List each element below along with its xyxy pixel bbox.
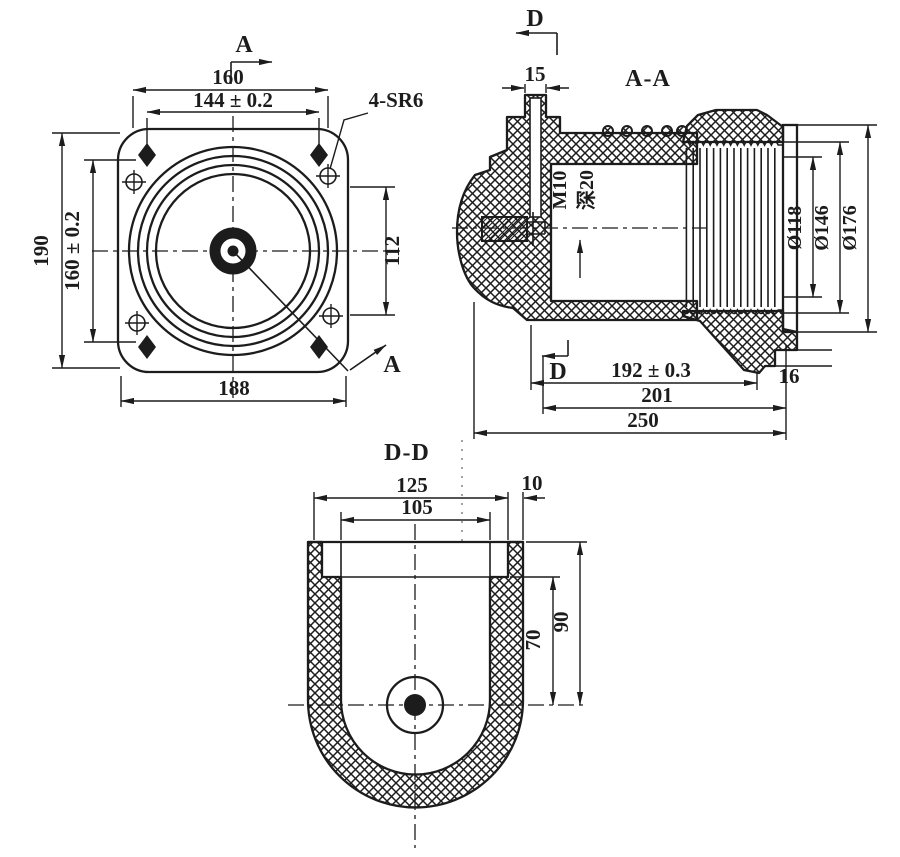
dim-250-overall-length: 250 (473, 302, 787, 439)
thread-depth-label: 深20 (575, 170, 598, 210)
dim-144-bolt: 144 ± 0.2 (146, 88, 320, 148)
flange-outline (116, 127, 350, 374)
rib-bottom-scallop (682, 308, 783, 315)
section-letter-a-bottom: A (383, 352, 401, 378)
dim-190-label: 190 (29, 235, 53, 267)
dim-192-flange-length: 192 ± 0.3 (530, 325, 758, 390)
cut-marker-d-bottom: D (541, 340, 569, 385)
rib-fins (685, 148, 776, 307)
dim-144-label: 144 ± 0.2 (193, 88, 273, 112)
threaded-insert (481, 212, 546, 246)
stud-hole-channel (529, 97, 542, 218)
rib-top-scallop (682, 140, 783, 147)
thread-note: M10 深20 (549, 170, 598, 278)
dim-10-wall: 10 (522, 471, 545, 540)
section-dd-view: D-D 125 10 (288, 440, 587, 848)
section-marker-a-top: A (230, 32, 273, 84)
u-wall-hatched (306, 540, 525, 809)
dim-201-label: 201 (641, 383, 673, 407)
thread-label: M10 (549, 171, 571, 210)
dim-15-boss: 15 (502, 62, 569, 93)
section-dd-title: D-D (384, 440, 430, 466)
sphere-note-label: 4-SR6 (369, 88, 424, 112)
dim-70-inner-depth: 70 (510, 576, 560, 706)
cut-marker-d-top: D (515, 6, 558, 55)
section-marker-a-bottom: A (232, 250, 401, 378)
cut-letter-d-bottom: D (549, 359, 566, 385)
dim-dia-146: Ø146 (780, 141, 849, 314)
dia-176-label: Ø176 (839, 205, 861, 251)
corner-sphere-bumps (138, 143, 328, 359)
dia-118-label: Ø118 (784, 206, 806, 250)
dim-160-bolt-height: 160 ± 0.2 (60, 159, 136, 343)
dim-90-outer-depth: 90 (526, 541, 587, 706)
dim-192-label: 192 ± 0.3 (611, 358, 691, 382)
dim-112-label: 112 (380, 236, 404, 266)
corner-crosshair-holes (122, 164, 343, 335)
dim-160-top: 160 (132, 65, 329, 128)
ring-4 (154, 172, 312, 330)
section-letter-a-top: A (235, 32, 253, 58)
dim-70-label: 70 (521, 630, 545, 651)
dia-146-label: Ø146 (811, 205, 833, 251)
dim-10-label: 10 (522, 471, 543, 495)
dim-160-bolt-label: 160 ± 0.2 (60, 211, 84, 291)
body-walls-hatched (455, 93, 699, 322)
dim-188-base: 188 (120, 376, 347, 407)
dim-105-inner-width: 105 (340, 495, 491, 540)
dim-201-body-length: 201 (542, 345, 787, 440)
ring-outer (127, 145, 339, 357)
front-view: A A 4-SR6 160 144 ± 0.2 (29, 32, 423, 407)
rib-block (681, 108, 799, 375)
ring-2 (136, 154, 330, 348)
dim-125-outer-width: 125 (313, 473, 509, 540)
dim-188-label: 188 (218, 376, 250, 400)
dim-160-label: 160 (212, 65, 244, 89)
section-aa-view: A-A D (452, 6, 877, 440)
rib-top-hump (681, 108, 785, 144)
dim-dia-118: Ø118 (783, 156, 822, 298)
dim-105-label: 105 (401, 495, 433, 519)
dim-250-label: 250 (627, 408, 659, 432)
ring-3 (145, 163, 321, 339)
sphere-note: 4-SR6 (329, 88, 424, 170)
dim-125-label: 125 (396, 473, 428, 497)
dim-112-window: 112 (350, 186, 404, 316)
dim-15-label: 15 (525, 62, 546, 86)
dim-dia-176: Ø176 (797, 124, 877, 333)
cut-letter-d-top: D (526, 6, 543, 32)
end-flange (781, 123, 799, 334)
dim-190-height: 190 (29, 132, 120, 369)
dim-16-label: 16 (779, 364, 800, 388)
section-aa-title: A-A (625, 66, 671, 92)
